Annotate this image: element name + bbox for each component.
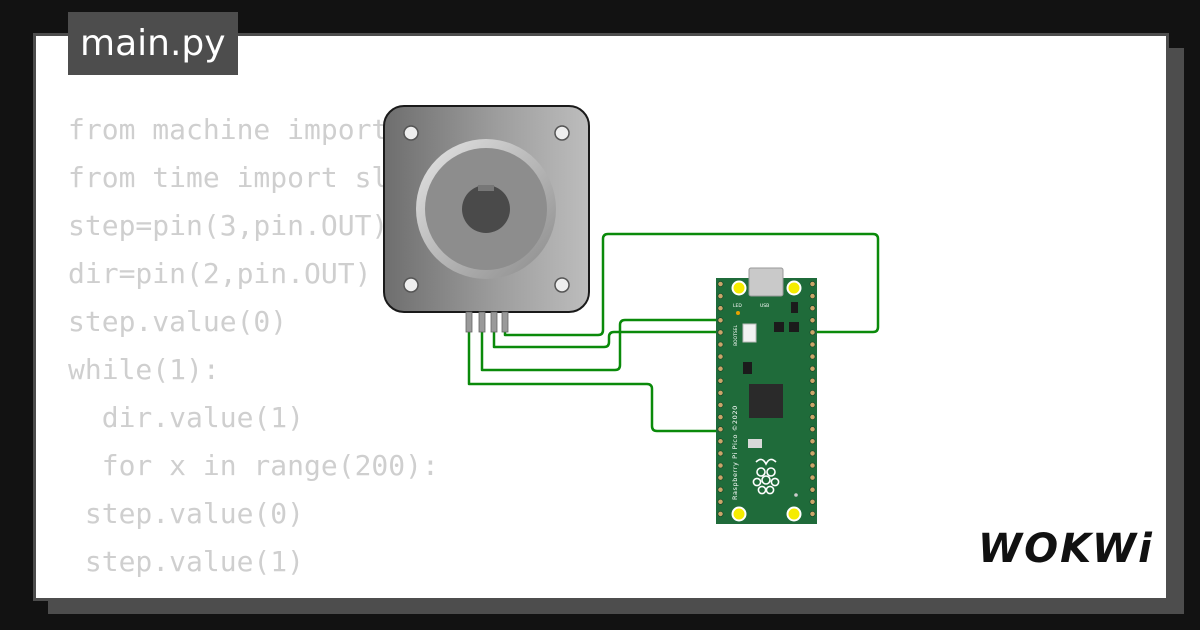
wire-a2[interactable] (492, 312, 722, 349)
code-line: step.value(0) (68, 305, 288, 338)
file-tab-main-py[interactable]: main.py (68, 12, 238, 75)
pico-pin[interactable] (717, 389, 724, 396)
pico-pin[interactable] (717, 486, 724, 493)
mount-hole-icon (786, 280, 802, 296)
mount-hole-icon (403, 125, 419, 141)
pico-pin[interactable] (809, 341, 816, 348)
pico-pin[interactable] (809, 329, 816, 336)
pico-pin[interactable] (809, 426, 816, 433)
pico-pin[interactable] (717, 353, 724, 360)
pico-pin[interactable] (809, 402, 816, 408)
pico-pin[interactable] (717, 414, 724, 420)
code-line: step.value(1) (68, 545, 305, 578)
bootsel-label: BOOTSEL (733, 324, 739, 346)
pico-pin[interactable] (717, 377, 724, 384)
wokwi-logo: WOKWi (978, 526, 1154, 572)
motor-shaft[interactable] (462, 185, 510, 233)
wire-b1[interactable] (480, 312, 722, 372)
pico-pin[interactable] (809, 438, 816, 445)
code-line: sleep_ms(5) (68, 586, 456, 598)
wire-b2[interactable] (467, 312, 722, 433)
mount-hole-icon (554, 277, 570, 293)
pico-pin[interactable] (717, 498, 724, 505)
code-line: dir=pin(2,pin.OUT) (68, 257, 372, 290)
rp2040-chip (749, 384, 783, 418)
pico-pin[interactable] (717, 450, 724, 457)
pico-pin[interactable] (717, 329, 724, 336)
pico-pin[interactable] (717, 281, 724, 287)
pico-pin-row-left (717, 281, 724, 517)
pico-pin[interactable] (809, 474, 816, 481)
raspberry-pi-pico-icon[interactable]: LED USB BOOTSEL Raspberry Pi Pico ©2020 (716, 267, 817, 524)
mount-hole-icon (731, 506, 747, 522)
code-line: dir.value(1) (68, 401, 305, 434)
pico-pin[interactable] (809, 486, 816, 493)
pico-pin[interactable] (717, 438, 724, 445)
bootsel-button[interactable] (742, 323, 757, 343)
pico-pin[interactable] (809, 353, 816, 360)
pico-pin[interactable] (809, 377, 816, 384)
code-line: step.value(0) (68, 497, 305, 530)
wire-a1[interactable] (503, 232, 880, 337)
raspberry-logo-icon (752, 458, 780, 495)
pico-pin[interactable] (809, 317, 816, 324)
pico-pin[interactable] (809, 511, 816, 517)
mount-hole-icon (403, 277, 419, 293)
pico-pin-row-right (809, 281, 816, 517)
pico-pin[interactable] (717, 402, 724, 408)
wires (467, 232, 880, 433)
pico-pin[interactable] (717, 474, 724, 481)
mount-hole-icon (731, 280, 747, 296)
mount-hole-icon (786, 506, 802, 522)
pico-pin[interactable] (809, 365, 816, 372)
pico-pin[interactable] (809, 462, 816, 469)
pico-pin[interactable] (717, 293, 724, 299)
pico-pin[interactable] (717, 305, 724, 312)
pico-pin[interactable] (809, 281, 816, 287)
usb-label: USB (760, 303, 769, 309)
pico-pin[interactable] (809, 450, 816, 457)
led-label: LED (733, 303, 742, 309)
usb-port-icon[interactable] (748, 267, 784, 297)
mount-hole-icon (554, 125, 570, 141)
board-name-label: Raspberry Pi Pico ©2020 (731, 405, 739, 500)
led-indicator (736, 311, 740, 315)
motor-pins (465, 311, 509, 333)
code-line: for x in range(200): (68, 449, 439, 482)
pico-pin[interactable] (717, 511, 724, 517)
stepper-motor-icon[interactable] (383, 105, 590, 333)
code-line: step=pin(3,pin.OUT) (68, 209, 389, 242)
pico-pin[interactable] (717, 317, 724, 324)
pico-pin[interactable] (717, 426, 724, 433)
pico-pin[interactable] (717, 341, 724, 348)
pico-pin[interactable] (717, 365, 724, 372)
code-line: while(1): (68, 353, 220, 386)
pico-pin[interactable] (809, 305, 816, 312)
pico-pin[interactable] (809, 293, 816, 299)
pico-pin[interactable] (809, 389, 816, 396)
pico-pin[interactable] (809, 498, 816, 505)
pico-pin[interactable] (809, 414, 816, 420)
pico-pin[interactable] (717, 462, 724, 469)
